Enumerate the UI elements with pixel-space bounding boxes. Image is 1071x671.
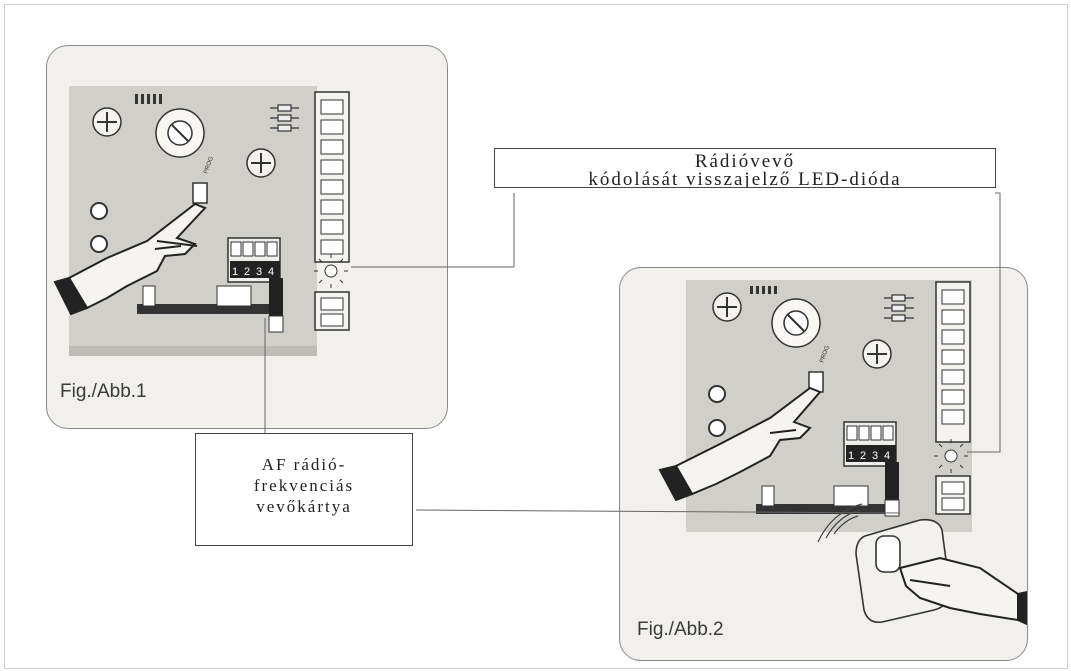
resistor-icon [884, 294, 914, 322]
dip-label: 1 [848, 450, 854, 462]
trimmer-icon [708, 385, 726, 437]
rf-callout-line3: vevőkártya [256, 497, 352, 516]
resistor-icon [270, 104, 299, 132]
potentiometer-icon [155, 108, 205, 158]
figure-frame: PROG 1 2 3 4 [4, 4, 1068, 669]
pin-header-icon [135, 94, 162, 104]
dip-label: 4 [268, 266, 274, 278]
dip-label: 2 [860, 450, 866, 462]
led-icon [314, 254, 348, 288]
led-callout-line1: Rádióvevő [694, 151, 796, 172]
terminal-block-icon [314, 291, 350, 331]
pointing-hand-icon [53, 202, 207, 316]
pin-header-icon [750, 286, 777, 294]
dip-label: 1 [232, 266, 238, 278]
prog-button: PROG [192, 156, 215, 204]
rf-receiver-card-icon [137, 278, 284, 333]
rf-callout-line1: AF rádió- [261, 455, 347, 474]
screw-icon [92, 107, 122, 137]
screw-icon [246, 148, 276, 178]
potentiometer-icon [771, 298, 821, 348]
led-callout: Rádióvevő kódolását visszajelző LED-diód… [494, 148, 996, 188]
prog-label: PROG [203, 156, 215, 175]
screw-icon [712, 292, 742, 322]
dip-label: 3 [872, 450, 878, 462]
dip-switch-icon: 1 2 3 4 [227, 237, 281, 283]
terminal-block-icon [935, 281, 971, 443]
trimmer-icon [90, 202, 108, 253]
terminal-block-icon [314, 91, 350, 263]
dip-label: 4 [884, 450, 890, 462]
circuit-board-illustration-1: PROG 1 2 3 4 [53, 86, 350, 356]
pointing-hand-icon [898, 556, 1027, 626]
rf-callout-line2: frekvenciás [253, 476, 355, 495]
figure-panel-1: PROG 1 2 3 4 [46, 45, 448, 429]
terminal-block-icon [935, 475, 971, 515]
rf-receiver-callout: AF rádió- frekvenciás vevőkártya [195, 433, 413, 546]
figure-label: Fig./Abb.2 [637, 619, 724, 640]
circuit-board [686, 280, 972, 532]
rf-receiver-card-icon [756, 462, 900, 517]
figure-panel-2: PROG 1 2 3 4 [619, 267, 1028, 661]
circuit-board-illustration-2: PROG 1 2 3 4 [658, 280, 1027, 626]
dip-switch-icon: 1 2 3 4 [843, 421, 897, 467]
dip-label: 3 [256, 266, 262, 278]
prog-label: PROG [819, 345, 831, 364]
figure-label: Fig./Abb.1 [60, 381, 147, 402]
led-callout-line2: kódolását visszajelző LED-dióda [588, 169, 902, 188]
led-icon [934, 439, 968, 473]
pointing-hand-icon [658, 386, 822, 502]
dip-label: 2 [244, 266, 250, 278]
screw-icon [862, 339, 892, 369]
